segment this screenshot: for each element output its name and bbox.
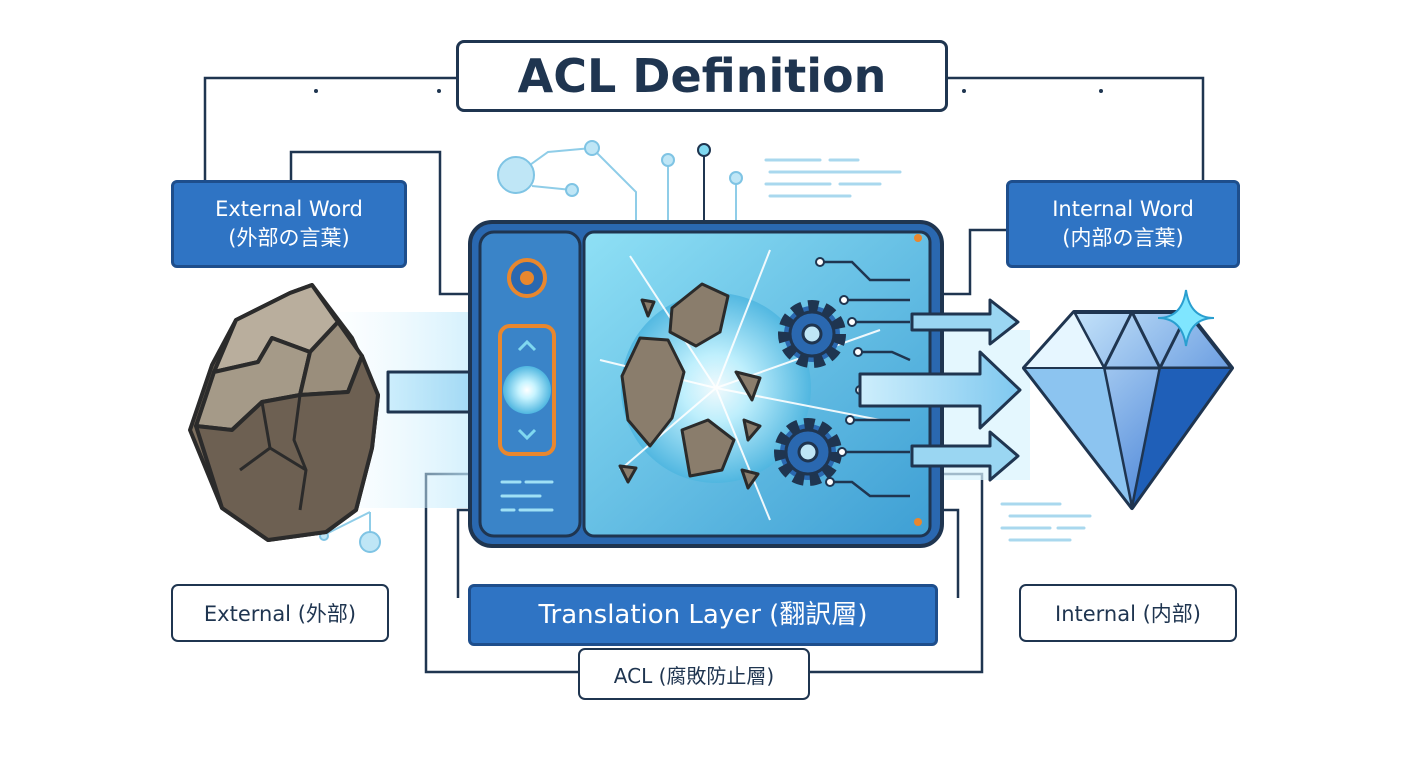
internal-label: Internal (内部): [1019, 584, 1237, 642]
arrow-right-icon: [910, 298, 1020, 346]
arrow-right-icon: [858, 350, 1022, 430]
decor-dots: [314, 89, 1103, 93]
internal-word-label: Internal Word (内部の言葉): [1006, 180, 1240, 268]
scanner-glow: [503, 366, 551, 414]
page-title: ACL Definition: [456, 40, 948, 112]
external-label: External (外部): [171, 584, 389, 642]
rock-icon: [188, 283, 380, 542]
code-lines-decoration: [764, 158, 1092, 542]
translation-device: [468, 220, 944, 548]
circuit-nodes: [319, 140, 743, 553]
panel-accents: [914, 234, 922, 526]
diamond-icon: [1022, 310, 1234, 510]
translation-layer-label: Translation Layer (翻訳層): [468, 584, 938, 646]
arrow-right-icon: [910, 430, 1020, 482]
gear-icon: [778, 300, 846, 368]
acl-label: ACL (腐敗防止層): [578, 648, 810, 700]
control-panel: [498, 258, 556, 512]
gear-icon: [774, 418, 842, 486]
external-word-label: External Word (外部の言葉): [171, 180, 407, 268]
sparkle-icon: [1157, 289, 1215, 347]
rock-fragments: [618, 282, 762, 490]
external-word-jp-text: (外部の言葉): [228, 226, 350, 250]
internal-word-text: Internal Word: [1052, 197, 1194, 221]
external-word-text: External Word: [215, 197, 363, 221]
output-arrows: [858, 298, 1022, 482]
internal-word-jp-text: (内部の言葉): [1062, 226, 1184, 250]
